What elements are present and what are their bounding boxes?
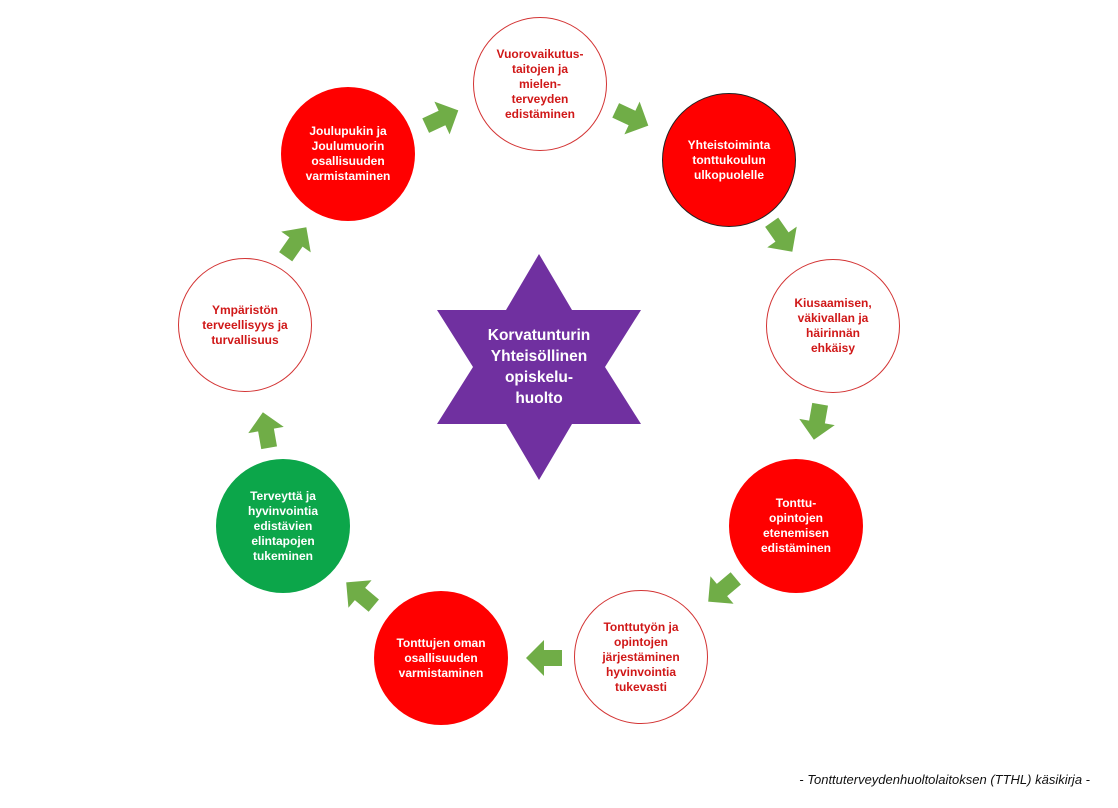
node-label: Terveyttä ja hyvinvointia edistävien eli… (247, 488, 318, 563)
center-star (437, 254, 641, 480)
node-terveytta-edistavat-elintavat: Terveyttä ja hyvinvointia edistävien eli… (216, 459, 350, 593)
star-shape (437, 254, 641, 480)
node-label: Tonttujen oman osallisuuden varmistamine… (396, 635, 486, 680)
cycle-arrow-icon (346, 580, 379, 612)
node-label: Kiusaamisen, väkivallan ja häirinnän ehk… (794, 296, 872, 355)
node-label: Yhteistoiminta tonttukoulun ulkopuolelle (687, 137, 771, 182)
node-kiusaamisen-ehkaisy: Kiusaamisen, väkivallan ja häirinnän ehk… (766, 259, 900, 393)
node-yhteistoiminta: Yhteistoiminta tonttukoulun ulkopuolelle (662, 93, 796, 227)
node-label: Tonttutyön ja opintojen järjestäminen hy… (602, 619, 680, 694)
cycle-arrow-icon (279, 227, 311, 262)
source-caption: - Tonttuterveydenhuoltolaitoksen (TTHL) … (799, 772, 1090, 787)
node-tonttuopintojen-edistaminen: Tonttu- opintojen etenemisen edistäminen (729, 459, 863, 593)
node-label: Joulupukin ja Joulumuorin osallisuuden v… (305, 124, 391, 183)
node-tonttutyon-jarjestaminen: Tonttutyön ja opintojen järjestäminen hy… (574, 590, 708, 724)
cycle-arrow-icon (708, 572, 741, 604)
node-label: Vuorovaikutus- taitojen ja mielen- terve… (496, 46, 584, 121)
node-joulupukin-osallisuus: Joulupukin ja Joulumuorin osallisuuden v… (281, 87, 415, 221)
node-label: Ympäristön terveellisyys ja turvallisuus (202, 302, 288, 347)
center-label: Korvatunturin Yhteisöllinen opiskelu- hu… (487, 327, 591, 407)
cycle-arrow-icon (612, 101, 649, 135)
center-label-wrap: Korvatunturin Yhteisöllinen opiskelu- hu… (437, 254, 641, 480)
cycle-arrow-icon (799, 402, 835, 440)
cycle-arrow-icon (765, 217, 797, 252)
node-ympariston-terveellisyys: Ympäristön terveellisyys ja turvallisuus (178, 258, 312, 392)
node-vuorovaikutustaitojen: Vuorovaikutus- taitojen ja mielen- terve… (473, 17, 607, 151)
node-tonttujen-osallisuus: Tonttujen oman osallisuuden varmistamine… (374, 591, 508, 725)
cycle-arrow-icon (526, 640, 562, 676)
cycle-arrow-icon (422, 101, 459, 135)
cycle-arrow-icon (248, 412, 284, 450)
node-label: Tonttu- opintojen etenemisen edistäminen (760, 496, 832, 555)
